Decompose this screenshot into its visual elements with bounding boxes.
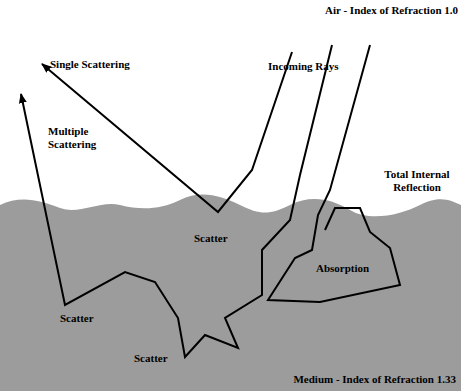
medium-region xyxy=(0,195,461,391)
event-label: Absorption xyxy=(314,262,371,275)
event-label: Scatter xyxy=(58,312,96,325)
multiple-scatter-ray xyxy=(21,45,332,357)
ray-label: Multiple Scattering xyxy=(48,125,110,151)
ray-label: Total Internal Reflection xyxy=(376,168,458,194)
ray-label: Incoming Rays xyxy=(268,60,339,73)
region-label: Medium - Index of Refraction 1.33 xyxy=(276,373,456,386)
single-scatter-ray xyxy=(42,52,292,212)
ray-label: Single Scattering xyxy=(50,58,130,71)
event-label: Scatter xyxy=(192,232,230,245)
region-label: Air - Index of Refraction 1.0 xyxy=(296,4,458,17)
absorbed-ray xyxy=(268,45,400,302)
event-label: Scatter xyxy=(132,352,170,365)
